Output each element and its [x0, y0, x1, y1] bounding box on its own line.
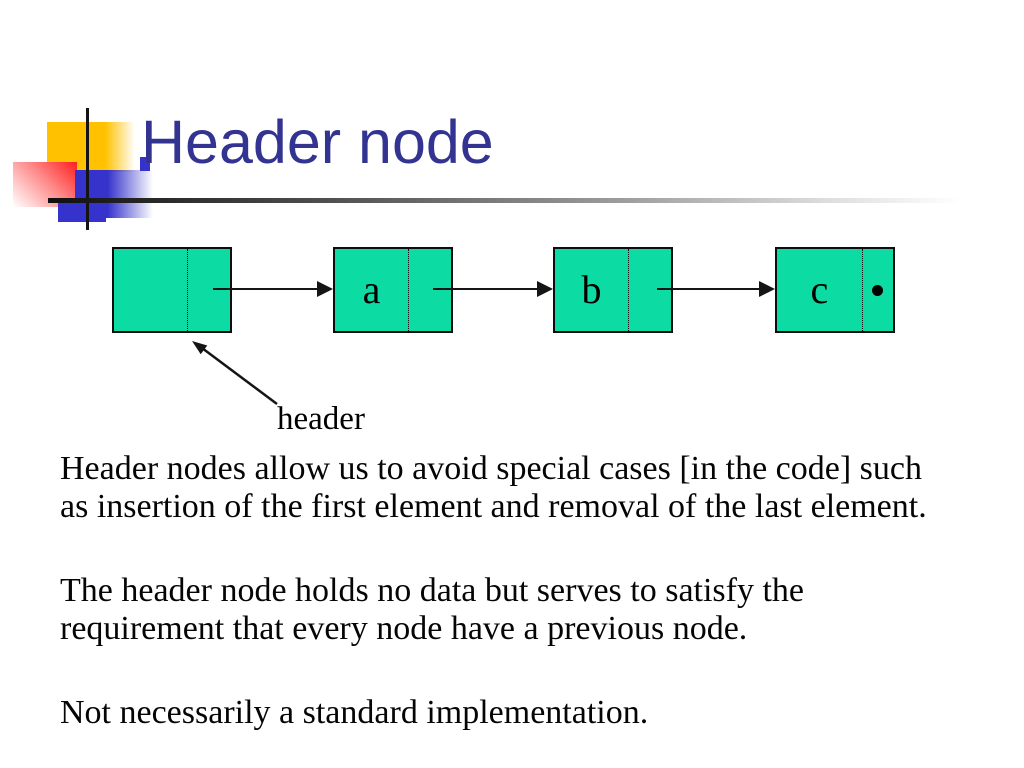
node-data-cell: c — [810, 267, 829, 312]
node-data-cell: a — [362, 267, 381, 312]
null-pointer-dot — [862, 249, 893, 331]
next-pointer-arrow-1 — [213, 281, 333, 297]
list-node-c: c — [775, 247, 895, 333]
node-data-cell — [114, 249, 187, 331]
next-pointer-arrow-2 — [433, 281, 553, 297]
ornament-blue-square-lower — [58, 203, 106, 222]
next-pointer-arrow-3 — [657, 281, 775, 297]
header-label: header — [277, 401, 365, 437]
body-paragraph: Not necessarily a standard implementatio… — [60, 694, 649, 731]
ornament-vertical-line — [86, 108, 89, 230]
ornament-blue-fragment — [140, 157, 150, 171]
list-node-b: b — [553, 247, 673, 333]
list-node-a: a — [333, 247, 453, 333]
body-text: Header nodes allow us to avoid special c… — [60, 450, 965, 768]
title-underline-rule — [48, 198, 960, 203]
node-data-cell: b — [581, 267, 602, 312]
body-paragraph: The header node holds no data but serves… — [60, 572, 805, 647]
list-node-header — [112, 247, 232, 333]
node-cell-divider — [408, 249, 410, 331]
slide-title: Header node — [141, 108, 494, 176]
node-cell-divider — [187, 249, 189, 331]
body-paragraph: Header nodes allow us to avoid special c… — [60, 450, 927, 525]
header-pointer-arrow — [192, 341, 278, 406]
node-cell-divider — [628, 249, 630, 331]
